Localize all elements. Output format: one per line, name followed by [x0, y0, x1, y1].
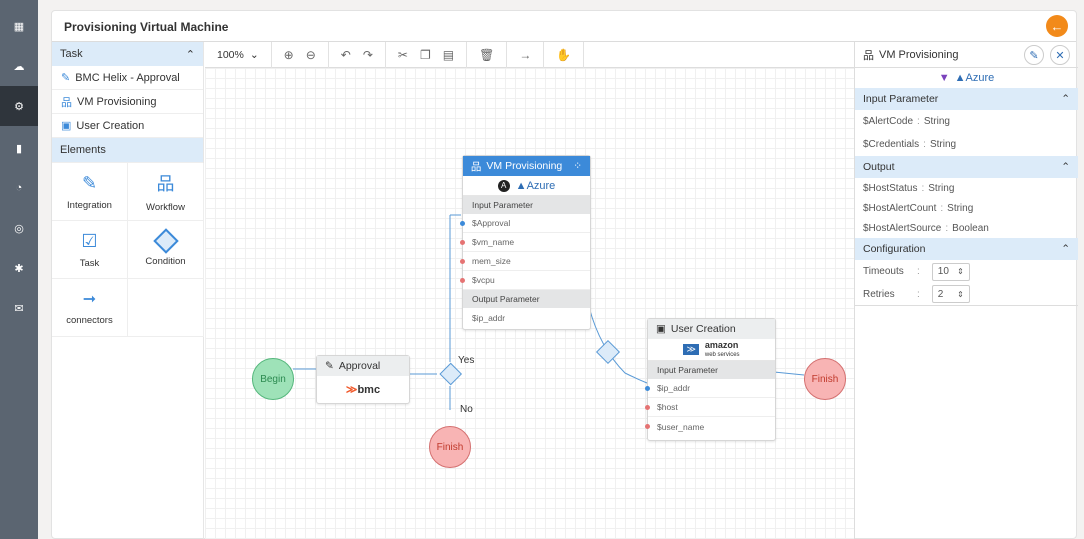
workflow-icon: 品: [61, 96, 72, 109]
zoom-out-icon[interactable]: ⊖: [305, 47, 316, 62]
element-integration[interactable]: ✎Integration: [52, 163, 128, 221]
workflow-panel: Provisioning Virtual Machine ← Task⌃ ✎BM…: [51, 10, 1078, 539]
chevron-up-icon: ⌃: [1061, 243, 1070, 255]
param-row[interactable]: $ip_addr: [472, 312, 506, 323]
chevron-up-icon: ⌃: [185, 48, 195, 61]
param-row[interactable]: $user_name: [645, 417, 775, 436]
zoom-select[interactable]: 100%⌄: [205, 41, 272, 68]
no-label: No: [460, 404, 473, 415]
lifebuoy-icon[interactable]: ◎: [14, 222, 24, 235]
element-connectors[interactable]: ➞connectors: [52, 279, 128, 337]
param-row[interactable]: $ip_addr: [645, 379, 775, 398]
chevron-down-icon: ⌄: [249, 48, 259, 61]
pan-hand-icon[interactable]: ✋: [556, 47, 572, 62]
zoom-in-icon[interactable]: ⊕: [283, 47, 294, 62]
cloud-icon[interactable]: ☁: [13, 60, 25, 73]
back-button[interactable]: ←: [1046, 15, 1068, 37]
clipboard-icon: ▣: [656, 323, 666, 335]
yes-label: Yes: [458, 355, 475, 366]
param-row[interactable]: $host: [645, 398, 775, 417]
pie-chart-icon[interactable]: ◔: [15, 182, 23, 194]
nav-rail: ▦ ☁ ⚙ ▮ ◔ ◎ ✱ ✉: [0, 0, 38, 539]
element-condition[interactable]: Condition: [128, 221, 204, 279]
task-section-header[interactable]: Task⌃: [52, 42, 203, 66]
elements-section-header[interactable]: Elements: [52, 138, 203, 162]
wrench-icon: ✎: [61, 72, 71, 84]
chart-user-icon[interactable]: ▮: [15, 142, 23, 155]
param-row[interactable]: $Approval: [460, 214, 590, 233]
undo-icon[interactable]: ↶: [340, 47, 351, 62]
terraform-icon: ▼: [938, 72, 950, 84]
mail-icon[interactable]: ✉: [14, 302, 24, 315]
copy-icon[interactable]: ❐: [419, 47, 431, 62]
paste-icon[interactable]: ▤: [442, 47, 455, 62]
arrow-right-icon: ➞: [82, 291, 97, 308]
config-section-header[interactable]: Configuration⌃: [855, 238, 1078, 260]
edit-button[interactable]: ✎: [1024, 45, 1044, 65]
finish-node-end[interactable]: Finish: [804, 358, 846, 400]
connector-icon[interactable]: →: [519, 47, 532, 62]
connector-lines: [293, 214, 805, 410]
task-item-approval[interactable]: ✎BMC Helix - Approval: [52, 66, 203, 90]
ansible-icon: A: [497, 179, 510, 192]
input-section-header[interactable]: Input Parameter⌃: [855, 88, 1078, 110]
timeouts-stepper[interactable]: 10⇕: [931, 262, 970, 281]
settings-icon[interactable]: ✱: [14, 262, 24, 275]
param-row[interactable]: $vcpu: [460, 271, 590, 290]
retries-stepper[interactable]: 2⇕: [931, 285, 970, 303]
delete-icon[interactable]: 🗑: [479, 47, 495, 62]
hand-gear-icon[interactable]: ⚙: [0, 86, 38, 126]
bmc-logo: ≫bmc: [345, 383, 381, 397]
page-title: Provisioning Virtual Machine: [64, 20, 229, 34]
output-section-header[interactable]: Output⌃: [855, 156, 1078, 178]
param-row[interactable]: $vm_name: [460, 233, 590, 252]
canvas-toolbar: 100%⌄ ⊕ ⊖ ↶ ↷ ✂ ❐ ▤ 🗑 → ✋: [205, 41, 854, 68]
dashboard-icon[interactable]: ▦: [13, 20, 25, 33]
pencil-icon: ✎: [1029, 49, 1039, 62]
redo-icon[interactable]: ↷: [362, 47, 373, 62]
finish-node-no[interactable]: Finish: [429, 426, 471, 468]
close-button[interactable]: ✕: [1050, 45, 1070, 65]
diamond-icon: [152, 228, 179, 254]
azure-logo: ▲Azure: [954, 72, 995, 84]
chevron-up-icon: ⌃: [1061, 161, 1070, 173]
param-row[interactable]: mem_size: [460, 252, 590, 271]
clipboard-check-icon: ☑: [81, 230, 98, 251]
workflow-icon: 品: [156, 174, 175, 194]
workflow-icon: 品: [470, 160, 482, 173]
close-icon: ✕: [1055, 49, 1065, 62]
approval-node[interactable]: ✎Approval ≫bmc: [316, 355, 410, 404]
workflow-icon: 品: [863, 49, 874, 62]
task-item-user[interactable]: ▣User Creation: [52, 114, 203, 138]
wrench-icon: ✎: [325, 360, 334, 372]
azure-logo: ▲Azure: [515, 179, 556, 192]
spinner-icon: ⁘: [573, 160, 583, 172]
cut-icon[interactable]: ✂: [397, 47, 408, 62]
arrow-left-icon: ←: [1050, 18, 1064, 34]
element-task[interactable]: ☑Task: [52, 221, 128, 279]
chevron-up-icon: ⌃: [1061, 93, 1070, 105]
wrench-icon: ✎: [81, 172, 98, 193]
clipboard-icon: ▣: [61, 120, 72, 132]
begin-node[interactable]: Begin: [252, 358, 294, 400]
powershell-icon: ≫: [683, 344, 699, 355]
